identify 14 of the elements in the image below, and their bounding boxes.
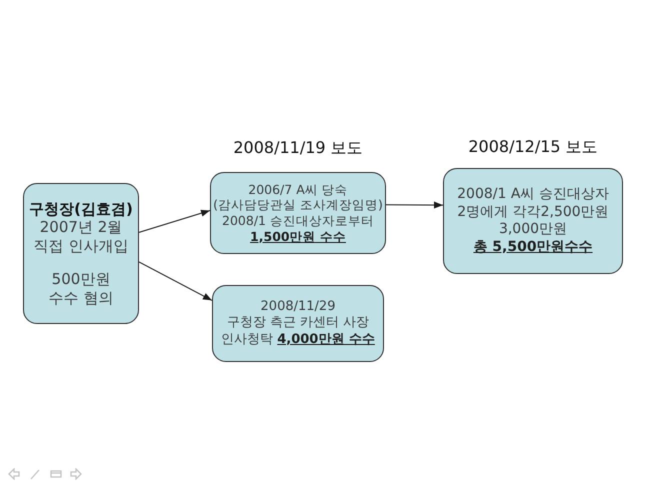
report-date-heading: 2008/11/19 보도 xyxy=(233,138,363,158)
arrow xyxy=(138,210,210,233)
report-date-heading: 2008/12/15 보도 xyxy=(468,137,598,156)
box-text: 2006/7 A씨 당숙 (감사담당관실 조사계장임명) 2008/1 승진대상자로부터 1,500만원 수수 xyxy=(212,182,384,244)
box-text: 2008/1 A씨 승진대상자 2명에게 각각2,500만원 3,000만원 총 5,500만원수수 xyxy=(456,186,610,256)
box-text: 500만원 수수 혐의 xyxy=(48,270,114,308)
arrow xyxy=(386,202,444,209)
person-box xyxy=(23,183,139,324)
event-box xyxy=(212,285,384,362)
box-text: 구청장 측근 카센터 사장 인사청탁 4,000만원 수수 xyxy=(220,315,376,348)
box-date: 2008/11/29 xyxy=(260,299,336,316)
arrow xyxy=(138,261,212,301)
box-text: 2007년 2월 직접 인사개입 xyxy=(32,218,130,256)
box-heading: 구청장(김효겸) xyxy=(29,200,133,218)
